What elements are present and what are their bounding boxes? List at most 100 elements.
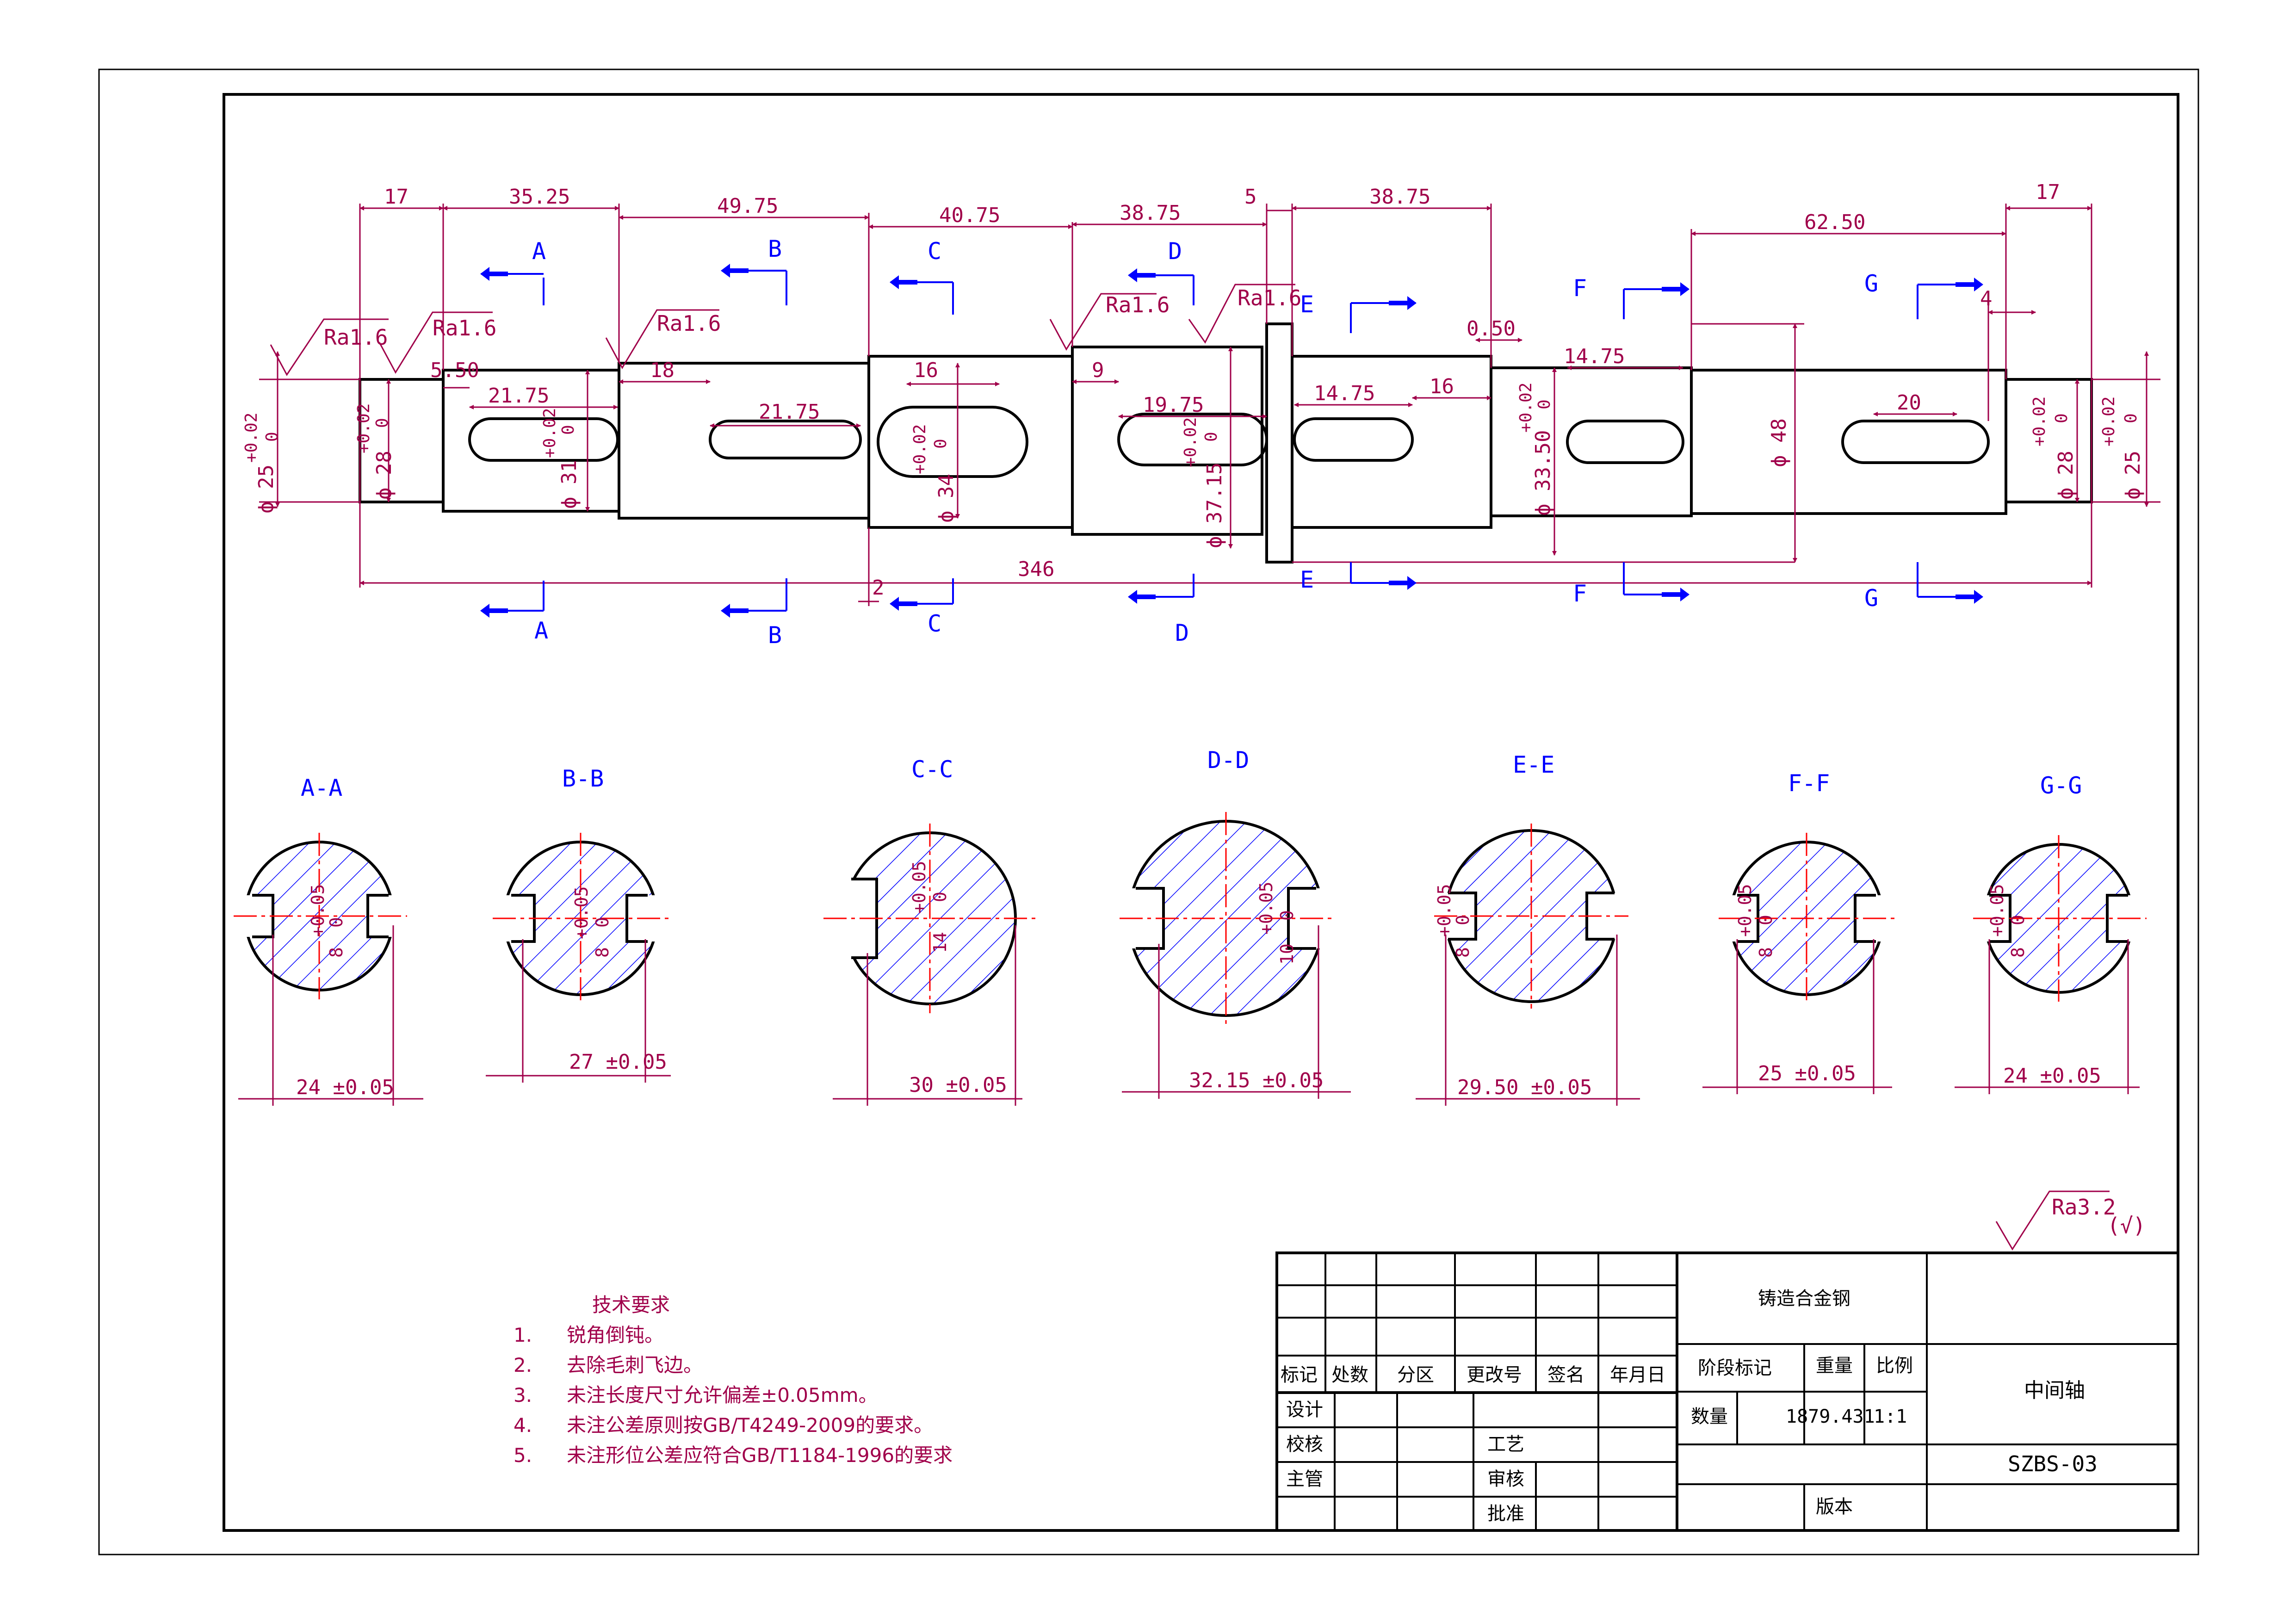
dia-6-tol-upper: +0.02 bbox=[1516, 383, 1535, 433]
title-block-text: 标记 处数 分区 更改号 签名 年月日 设计 校核 主管 工艺 审核 批准 铸造… bbox=[1281, 1288, 2098, 1524]
section-width-e: 29.50 ±0.05 bbox=[1457, 1076, 1592, 1099]
dia-8-tol-upper: +0.02 bbox=[2030, 396, 2049, 446]
tb-weight-value: 1879.431 bbox=[1786, 1406, 1875, 1427]
dia-6-tol-lower: 0 bbox=[1535, 399, 1554, 409]
section-label-d: D-D bbox=[1207, 747, 1249, 774]
dim-top-3: 49.75 bbox=[717, 194, 778, 218]
section-d-d bbox=[1120, 812, 1332, 1025]
section-a-a bbox=[234, 833, 407, 999]
dia-4: ϕ 34 bbox=[934, 474, 958, 523]
cut-letter-b-top: B bbox=[768, 235, 782, 262]
dim-top-6: 5 bbox=[1244, 185, 1257, 209]
section-key-a: 8 bbox=[326, 947, 347, 958]
dia-1-tol-upper: +0.02 bbox=[242, 413, 261, 463]
cut-letter-a-bottom: A bbox=[534, 617, 548, 644]
section-width-a: 24 ±0.05 bbox=[296, 1076, 394, 1099]
dia-5-tol-upper: +0.02 bbox=[1181, 417, 1200, 467]
roughness-mark-2 bbox=[378, 311, 493, 374]
section-key-e-tol: +0.05 bbox=[1434, 884, 1454, 937]
title-block bbox=[1275, 1251, 2179, 1532]
section-c-c bbox=[823, 824, 1036, 1013]
cut-letter-d-bottom: D bbox=[1175, 619, 1189, 646]
dim-inner-9: 16 bbox=[1430, 375, 1454, 398]
section-key-d-tol: +0.05 bbox=[1256, 882, 1276, 935]
section-key-d-tol0: 0 bbox=[1277, 910, 1297, 921]
tb-header-change: 更改号 bbox=[1467, 1364, 1522, 1386]
section-label-b: B-B bbox=[562, 765, 604, 792]
dim-total-length: 346 bbox=[1018, 558, 1054, 581]
section-label-g: G-G bbox=[2040, 772, 2082, 799]
tech-req-text-4: 未注公差原则按GB/T4249-2009的要求。 bbox=[567, 1414, 933, 1437]
tech-req-num-5: 5. bbox=[514, 1444, 532, 1467]
dia-9-tol-lower: 0 bbox=[2122, 413, 2141, 423]
section-width-lines bbox=[238, 925, 2140, 1106]
section-width-g: 24 ±0.05 bbox=[2003, 1064, 2101, 1088]
section-key-d: 10 bbox=[1277, 943, 1297, 965]
roughness-general-suffix: (√) bbox=[2107, 1213, 2146, 1238]
section-key-f-tol0: 0 bbox=[1756, 915, 1776, 925]
dim-inner-13: 4 bbox=[1980, 287, 1993, 310]
section-label-e: E-E bbox=[1513, 751, 1554, 778]
cut-letter-e-top: E bbox=[1300, 291, 1314, 318]
tb-material: 铸造合金钢 bbox=[1758, 1288, 1850, 1309]
dim-top-4: 40.75 bbox=[939, 204, 1000, 227]
tb-version-label: 版本 bbox=[1816, 1496, 1853, 1518]
roughness-value-2: Ra1.6 bbox=[433, 316, 496, 341]
dim-inner-3: 21.75 bbox=[488, 384, 549, 408]
tech-requirements: 技术要求 1. 锐角倒钝。 2. 去除毛刺飞边。 3. 未注长度尺寸允许偏差±0… bbox=[514, 1294, 953, 1467]
section-b-b bbox=[493, 833, 668, 1004]
section-key-a-tol: +0.05 bbox=[308, 884, 328, 937]
dia-2-tol-upper: +0.02 bbox=[354, 403, 373, 453]
dim-inner-11: 14.75 bbox=[1564, 345, 1625, 368]
tb-role-review: 审核 bbox=[1487, 1468, 1524, 1490]
tb-stage-label: 阶段标记 bbox=[1698, 1357, 1772, 1379]
dia-9: ϕ 25 bbox=[2121, 451, 2145, 500]
dim-inner-5: 16 bbox=[914, 359, 938, 382]
roughness-mark-5 bbox=[1188, 284, 1295, 344]
roughness-mark-1 bbox=[270, 318, 389, 376]
tech-req-text-5: 未注形位公差应符合GB/T1184-1996的要求 bbox=[567, 1444, 953, 1467]
shaft-collar bbox=[1265, 322, 1293, 564]
tech-req-text-2: 去除毛刺飞边。 bbox=[567, 1354, 703, 1376]
section-key-g: 8 bbox=[2008, 947, 2028, 958]
section-width-c: 30 ±0.05 bbox=[909, 1073, 1007, 1097]
dim-inner-1: 5.50 bbox=[430, 359, 479, 382]
tb-role-manager: 主管 bbox=[1286, 1468, 1323, 1490]
section-key-g-tol: +0.05 bbox=[1987, 884, 2007, 937]
dim-top-1: 17 bbox=[384, 185, 408, 209]
section-key-b: 8 bbox=[592, 947, 613, 958]
dia-7: ϕ 48 bbox=[1767, 418, 1791, 467]
keyway-7 bbox=[1841, 420, 1990, 464]
keyway-5 bbox=[1293, 417, 1414, 462]
section-key-texts: 8 +0.05 0 8 +0.05 0 14 +0.05 0 10 +0.05 … bbox=[308, 861, 2028, 965]
dim-inner-10: 0.50 bbox=[1467, 317, 1516, 341]
section-labels: A-A B-B C-C D-D E-E F-F G-G bbox=[301, 747, 2082, 801]
section-width-d: 32.15 ±0.05 bbox=[1189, 1069, 1324, 1092]
tb-quantity-label: 数量 bbox=[1691, 1406, 1728, 1427]
section-key-c-tol: +0.05 bbox=[909, 861, 929, 914]
dia-2-tol-lower: 0 bbox=[373, 418, 392, 428]
roughness-value-3: Ra1.6 bbox=[657, 311, 721, 336]
section-key-b-tol: +0.05 bbox=[571, 886, 592, 939]
inner-frame bbox=[223, 93, 2179, 1532]
dim-top-7: 38.75 bbox=[1369, 185, 1430, 209]
tech-req-num-1: 1. bbox=[514, 1324, 532, 1346]
dim-top-5: 38.75 bbox=[1120, 201, 1181, 225]
keyway-2 bbox=[709, 420, 862, 459]
dim-inner-7: 19.75 bbox=[1143, 393, 1204, 417]
dim-top-2: 35.25 bbox=[509, 185, 570, 209]
cut-letter-g-bottom: G bbox=[1864, 585, 1878, 612]
dia-8: ϕ 28 bbox=[2054, 451, 2078, 500]
tb-header-count: 处数 bbox=[1331, 1364, 1368, 1386]
section-views bbox=[234, 812, 2147, 1025]
keyway-1 bbox=[468, 417, 619, 462]
dim-top-8: 62.50 bbox=[1804, 211, 1865, 234]
dia-3-tol-lower: 0 bbox=[559, 425, 578, 435]
cut-letter-c-top: C bbox=[928, 238, 941, 265]
tb-header-date: 年月日 bbox=[1610, 1364, 1665, 1386]
tb-drawing-no: SZBS-03 bbox=[2008, 1451, 2098, 1476]
dia-6: ϕ 33.50 bbox=[1531, 430, 1555, 516]
section-label-a: A-A bbox=[301, 774, 342, 801]
cut-letter-d-top: D bbox=[1168, 238, 1182, 265]
